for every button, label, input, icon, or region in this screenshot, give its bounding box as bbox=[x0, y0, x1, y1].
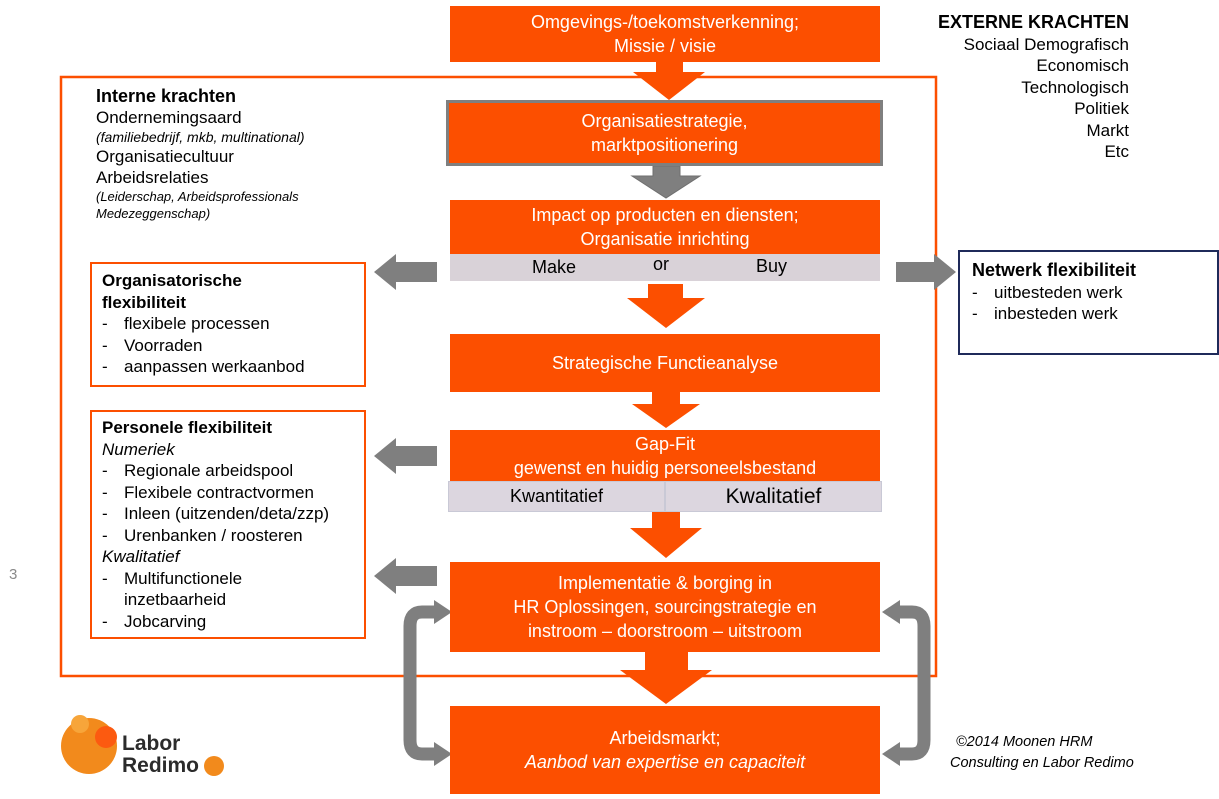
labor-redimo-logo-mark bbox=[61, 715, 224, 776]
external-item: Sociaal Demografisch bbox=[963, 34, 1129, 54]
list-item-text: Inleen (uitzenden/deta/zzp) bbox=[124, 504, 330, 523]
pers-flex-title: Personele flexibiliteit bbox=[102, 418, 273, 437]
internal-line2: Organisatiecultuur bbox=[96, 147, 234, 166]
list-item-text: inbesteden werk bbox=[994, 304, 1118, 323]
list-item-text: Multifunctionele bbox=[124, 568, 243, 588]
list-item-text: Urenbanken / roosteren bbox=[124, 525, 303, 545]
arrow-left-org bbox=[374, 254, 437, 290]
list-item-text: Flexibele contractvormen bbox=[124, 482, 314, 502]
box5-line1: Gap-Fit bbox=[634, 433, 695, 454]
list-item-text: Regionale arbeidspool bbox=[124, 461, 294, 480]
arrow-down-4 bbox=[632, 392, 700, 428]
box-impact: Impact op producten en diensten; Organis… bbox=[450, 200, 880, 254]
list-item-text: Jobcarving bbox=[124, 611, 207, 631]
internal-line1-note: (familiebedrijf, mkb, multinational) bbox=[96, 129, 305, 145]
external-forces: EXTERNE KRACHTEN Sociaal Demografisch Ec… bbox=[900, 12, 1129, 163]
copyright-line2: Consulting en Labor Redimo bbox=[950, 755, 1134, 771]
internal-line3-note-b: Medezeggenschap) bbox=[96, 206, 211, 221]
external-item: Etc bbox=[1104, 142, 1129, 161]
network-title: Netwerk flexibiliteit bbox=[972, 260, 1137, 280]
box4-line1: Strategische Functieanalyse bbox=[551, 353, 779, 373]
kwalitatief-cell: Kwalitatief bbox=[665, 481, 882, 512]
arrow-down-6 bbox=[620, 652, 712, 704]
list-item: -Inleen (uitzenden/deta/zzp) bbox=[102, 504, 330, 523]
arrow-down-3 bbox=[627, 284, 705, 328]
list-item: -Voorraden bbox=[102, 335, 203, 355]
internal-line3-note-a: (Leiderschap, Arbeidsprofessionals bbox=[96, 189, 299, 204]
or-label: or bbox=[653, 254, 670, 274]
arrow-left-pers-2 bbox=[374, 558, 437, 594]
pers-flex-sub1: Numeriek bbox=[102, 439, 175, 459]
logo-line1: Labor bbox=[122, 732, 181, 755]
box3-line1: Impact op producten en diensten; bbox=[531, 205, 799, 225]
box2-line2: marktpositionering bbox=[590, 135, 739, 155]
internal-line1: Ondernemingsaard bbox=[96, 108, 242, 127]
box6-line1: Implementatie & borging in bbox=[557, 573, 773, 593]
box-arbeidsmarkt: Arbeidsmarkt; Aanbod van expertise en ca… bbox=[450, 706, 880, 794]
external-item: Technologisch bbox=[1021, 77, 1129, 97]
network-flex-panel: Netwerk flexibiliteit -uitbesteden werk … bbox=[958, 250, 1219, 355]
box6-line3: instroom – doorstroom – uitstroom bbox=[527, 621, 803, 641]
loop-arrow-left bbox=[403, 600, 452, 766]
logo-line2: Redimo bbox=[122, 754, 200, 777]
internal-frame bbox=[59, 75, 938, 678]
make-or-buy-row: Make or Buy bbox=[450, 254, 880, 281]
box1-line2: Missie / visie bbox=[613, 36, 716, 56]
box5-line2: gewenst en huidig personeelsbestand bbox=[513, 457, 817, 478]
labor-redimo-logo: Labor Redimo bbox=[122, 733, 199, 777]
list-item-text: aanpassen werkaanbod bbox=[124, 357, 305, 376]
list-item: -uitbesteden werk bbox=[972, 282, 1123, 302]
pers-flex-panel: Personele flexibiliteit Numeriek -Region… bbox=[90, 410, 366, 639]
box6-line2: HR Oplossingen, sourcingstrategie en bbox=[513, 597, 817, 617]
list-item: -Jobcarving bbox=[102, 611, 207, 631]
buy-label: Buy bbox=[756, 256, 788, 276]
internal-forces: Interne krachten Ondernemingsaard (famil… bbox=[96, 86, 396, 222]
org-flex-title-a: Organisatorische bbox=[102, 271, 242, 290]
box3-line2: Organisatie inrichting bbox=[580, 229, 750, 249]
box7-line1: Arbeidsmarkt; bbox=[609, 728, 721, 748]
external-title: EXTERNE KRACHTEN bbox=[937, 12, 1129, 32]
copyright: ©2014 Moonen HRM Consulting en Labor Red… bbox=[950, 732, 1134, 774]
arrow-down-1 bbox=[633, 62, 705, 100]
arrow-down-5 bbox=[630, 512, 702, 558]
list-item-text: Voorraden bbox=[124, 335, 203, 355]
list-item-text: flexibele processen bbox=[124, 314, 270, 333]
box1-line1: Omgevings-/toekomstverkenning; bbox=[530, 12, 800, 32]
box7-line2: Aanbod van expertise en capaciteit bbox=[524, 752, 806, 772]
list-item: -inbesteden werk bbox=[972, 304, 1118, 323]
arrow-left-pers-1 bbox=[374, 438, 437, 474]
list-item: -aanpassen werkaanbod bbox=[102, 357, 305, 376]
box-strategische-functieanalyse: Strategische Functieanalyse bbox=[450, 334, 880, 392]
list-item-continued: inzetbaarheid bbox=[102, 589, 354, 611]
list-item: -Regionale arbeidspool bbox=[102, 461, 294, 480]
make-label: Make bbox=[532, 257, 577, 277]
page-number: 3 bbox=[9, 566, 18, 583]
loop-arrow-right bbox=[882, 600, 931, 766]
box-organisatiestrategie: Organisatiestrategie, marktpositionering bbox=[446, 100, 883, 166]
box-implementatie: Implementatie & borging in HR Oplossinge… bbox=[450, 562, 880, 652]
list-item: -Flexibele contractvormen bbox=[102, 482, 314, 502]
list-item-text: inzetbaarheid bbox=[124, 590, 227, 609]
org-flex-panel: Organisatorische flexibiliteit -flexibel… bbox=[90, 262, 366, 387]
external-item: Politiek bbox=[1074, 99, 1129, 118]
box-gap-fit: Gap-Fit gewenst en huidig personeelsbest… bbox=[450, 430, 880, 481]
box2-line1: Organisatiestrategie, bbox=[581, 111, 748, 131]
list-item: -flexibele processen bbox=[102, 314, 270, 333]
list-item: -Urenbanken / roosteren bbox=[102, 525, 303, 545]
org-flex-title-b: flexibiliteit bbox=[102, 292, 187, 312]
arrow-right-network bbox=[896, 254, 956, 290]
arrow-down-2 bbox=[630, 165, 702, 199]
external-item: Economisch bbox=[1036, 56, 1129, 75]
list-item: -Multifunctionele bbox=[102, 568, 243, 588]
pers-flex-sub2: Kwalitatief bbox=[102, 547, 180, 566]
external-item: Markt bbox=[1086, 120, 1130, 140]
internal-title: Interne krachten bbox=[96, 86, 237, 106]
copyright-line1: ©2014 Moonen HRM bbox=[956, 734, 1093, 750]
box-omgevingsverkenning: Omgevings-/toekomstverkenning; Missie / … bbox=[450, 6, 880, 62]
kwantitatief-cell: Kwantitatief bbox=[448, 481, 665, 512]
internal-line3: Arbeidsrelaties bbox=[96, 168, 209, 187]
list-item-text: uitbesteden werk bbox=[994, 282, 1123, 302]
